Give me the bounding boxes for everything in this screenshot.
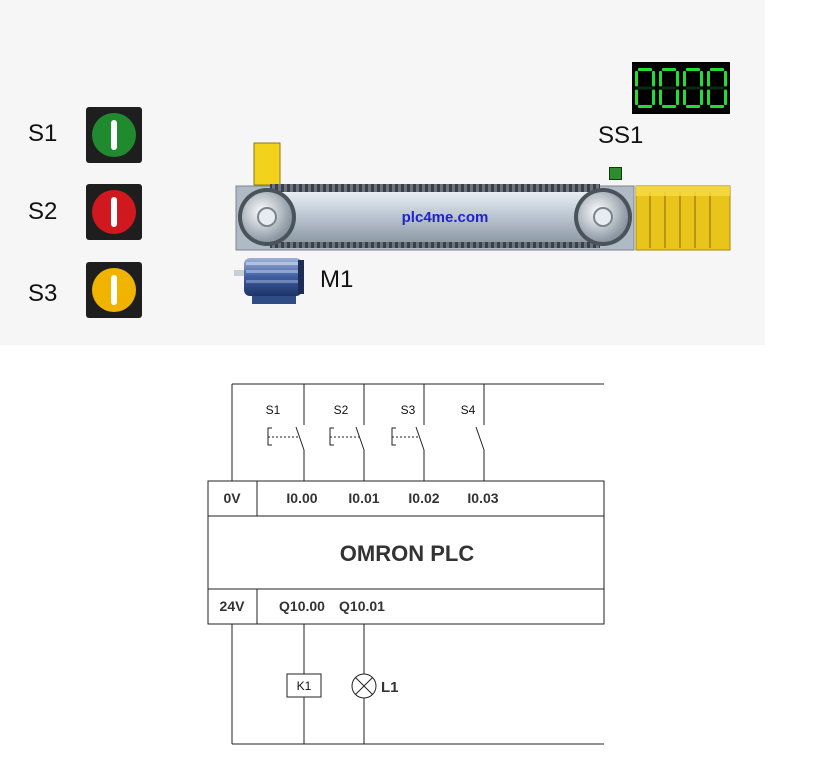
counter-digit bbox=[659, 68, 679, 108]
input-terminal-i0-03: I0.03 bbox=[467, 490, 498, 506]
right-roller-hub bbox=[593, 207, 613, 227]
lamp-l1-label: L1 bbox=[381, 679, 399, 696]
input-terminal-i0-00: I0.00 bbox=[286, 490, 317, 506]
counter-digit bbox=[683, 68, 703, 108]
conveyor-watermark: plc4me.com bbox=[401, 209, 489, 226]
sensor-label: SS1 bbox=[598, 122, 644, 149]
s3-button-marker bbox=[111, 275, 117, 305]
collected-boxes bbox=[635, 185, 731, 251]
plc-body bbox=[207, 480, 605, 625]
plc-title: OMRON PLC bbox=[340, 541, 475, 566]
conveyor-belt-top bbox=[270, 184, 600, 192]
s1-pushbutton[interactable] bbox=[86, 107, 142, 163]
relay-k1-label: K1 bbox=[297, 679, 312, 693]
wiring-diagram: S1 S2 S3 S4 0V I0.00 I0.01 I0.02 I0.03 2… bbox=[207, 383, 605, 745]
s3-label: S3 bbox=[28, 280, 58, 307]
switch-s2-label: S2 bbox=[334, 403, 349, 417]
box-on-conveyor bbox=[253, 142, 281, 186]
input-terminal-i0-02: I0.02 bbox=[408, 490, 439, 506]
switch-s4-label: S4 bbox=[461, 403, 476, 417]
relay-k1-coil bbox=[286, 673, 322, 698]
input-terminal-i0-01: I0.01 bbox=[348, 490, 379, 506]
s2-label: S2 bbox=[28, 198, 58, 225]
conveyor-belt-bottom bbox=[270, 242, 600, 248]
counter-segments bbox=[635, 68, 727, 108]
motor-m1-icon bbox=[234, 258, 304, 304]
s2-button-marker bbox=[111, 197, 117, 227]
switch-s3-label: S3 bbox=[401, 403, 416, 417]
switch-s1-label: S1 bbox=[266, 403, 281, 417]
s2-pushbutton[interactable] bbox=[86, 184, 142, 240]
conveyor-belt bbox=[266, 192, 606, 242]
input-common-terminal: 0V bbox=[223, 490, 241, 506]
s3-pushbutton[interactable] bbox=[86, 262, 142, 318]
counter-digit bbox=[707, 68, 727, 108]
output-terminal-q10-01: Q10.01 bbox=[339, 598, 385, 614]
s1-button-marker bbox=[111, 120, 117, 150]
sensor-ss1-indicator bbox=[609, 167, 622, 180]
counter-digit bbox=[635, 68, 655, 108]
conveyor-graphic bbox=[234, 142, 731, 304]
output-common-terminal: 24V bbox=[220, 598, 246, 614]
output-terminal-q10-00: Q10.00 bbox=[279, 598, 325, 614]
left-roller-hub bbox=[257, 207, 277, 227]
counter-display bbox=[632, 62, 730, 114]
motor-label: M1 bbox=[320, 266, 354, 293]
lamp-l1-symbol bbox=[351, 673, 377, 699]
s1-label: S1 bbox=[28, 120, 58, 147]
